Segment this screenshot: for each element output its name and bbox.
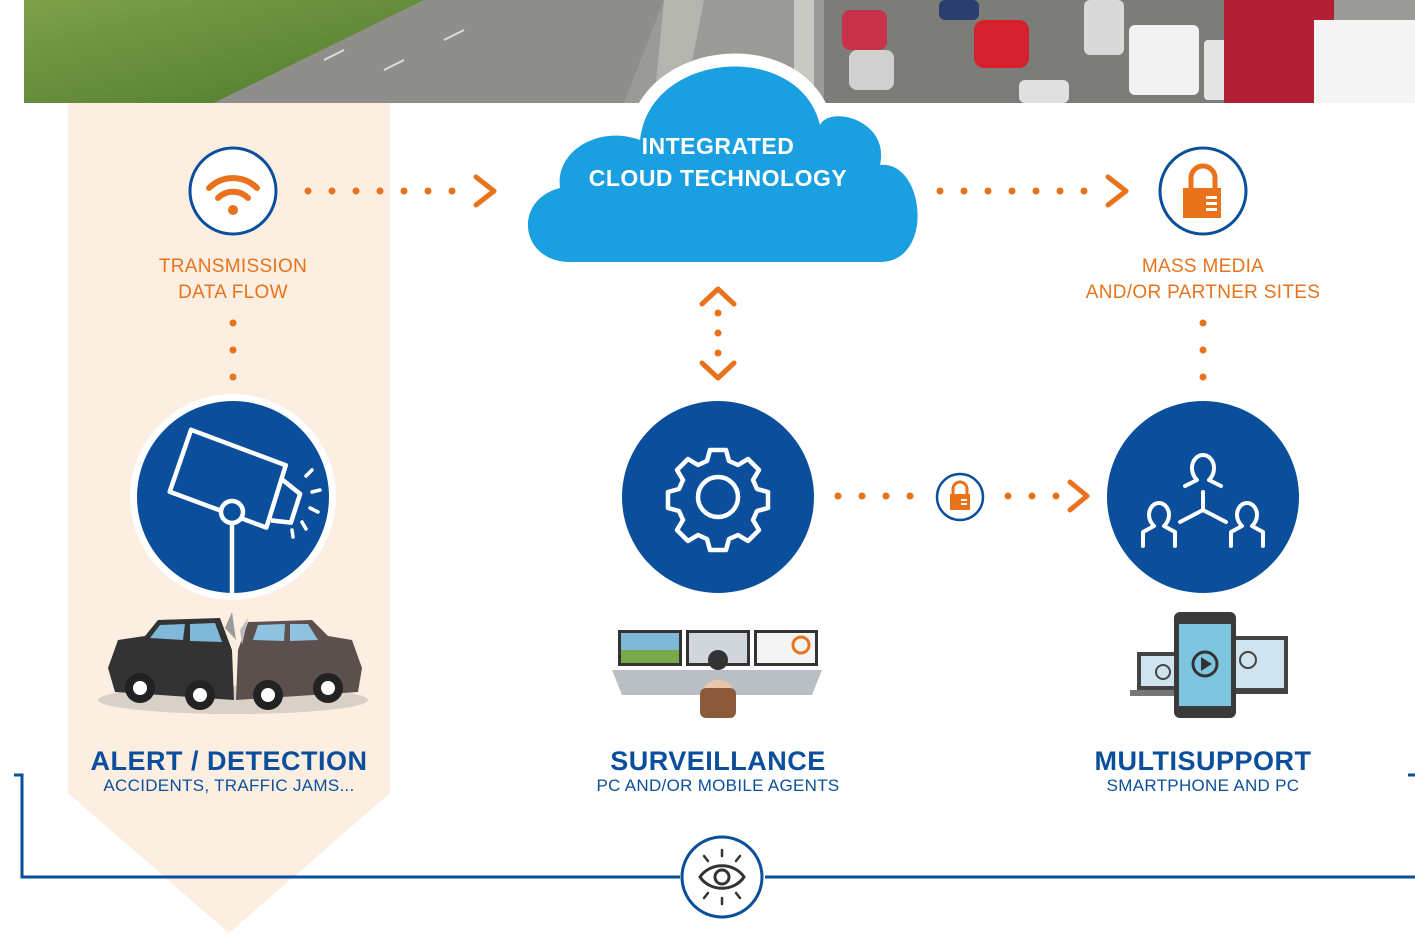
arrow-surveillance-to-multisupport	[834, 479, 1090, 513]
transmission-label-line2: DATA FLOW	[178, 282, 288, 303]
alert-caption: ALERT / DETECTION ACCIDENTS, TRAFFIC JAM…	[68, 746, 390, 796]
cloud-icon	[515, 53, 931, 275]
mass-media-label-line2: AND/OR PARTNER SITES	[1085, 282, 1321, 303]
mass-media-label: MASS MEDIA AND/OR PARTNER SITES	[1063, 254, 1343, 306]
security-camera-icon	[130, 394, 336, 600]
bottom-bracket	[14, 773, 1415, 879]
arrow-transmission-to-cloud	[304, 174, 497, 208]
alert-subtitle: ACCIDENTS, TRAFFIC JAMS...	[103, 776, 355, 795]
arrow-cloud-to-media	[936, 174, 1129, 208]
car-crash-icon	[98, 612, 368, 714]
operator-monitors-icon	[612, 630, 822, 718]
highway-photo	[24, 0, 1415, 103]
transmission-label: TRANSMISSION DATA FLOW	[113, 254, 353, 306]
gear-icon	[622, 401, 814, 593]
small-lock-icon	[935, 472, 985, 522]
multisupport-subtitle: SMARTPHONE AND PC	[1106, 776, 1300, 795]
cloud-label: INTEGRATED CLOUD TECHNOLOGY	[560, 130, 876, 194]
surveillance-subtitle: PC AND/OR MOBILE AGENTS	[596, 776, 840, 795]
multisupport-caption: MULTISUPPORT SMARTPHONE AND PC	[1053, 746, 1353, 796]
cloud-label-line2: CLOUD TECHNOLOGY	[588, 165, 848, 191]
surveillance-title: SURVEILLANCE	[610, 746, 826, 776]
lock-icon	[1158, 146, 1248, 236]
transmission-label-line1: TRANSMISSION	[158, 256, 308, 277]
multisupport-title: MULTISUPPORT	[1094, 746, 1312, 776]
eye-icon	[680, 835, 764, 919]
wifi-icon	[188, 146, 278, 236]
arrow-cloud-surveillance	[699, 286, 737, 381]
devices-icon	[1130, 612, 1288, 718]
cloud-label-line1: INTEGRATED	[641, 133, 795, 159]
mass-media-label-line1: MASS MEDIA	[1141, 256, 1265, 277]
network-people-icon	[1107, 401, 1299, 593]
alert-title: ALERT / DETECTION	[90, 746, 368, 776]
dots-media-multisupport	[1199, 319, 1207, 381]
dots-transmission-alert	[229, 319, 237, 381]
surveillance-caption: SURVEILLANCE PC AND/OR MOBILE AGENTS	[558, 746, 878, 796]
